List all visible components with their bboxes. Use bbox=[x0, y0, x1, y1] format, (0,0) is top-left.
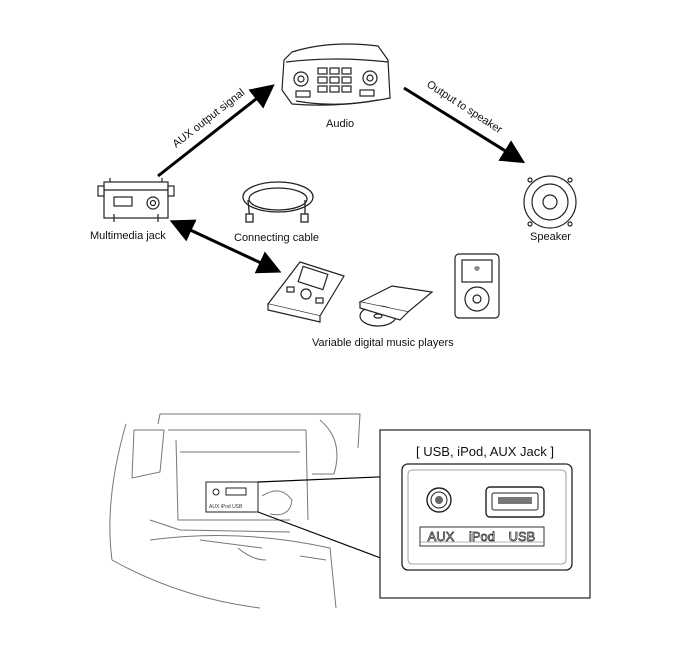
port-label-strip bbox=[419, 526, 545, 547]
player-connection-arrow bbox=[169, 219, 282, 274]
cd-player-icon bbox=[358, 285, 434, 327]
ipod-icon bbox=[454, 253, 500, 319]
small-port-text: AUX iPod USB bbox=[209, 504, 243, 510]
music-player-handheld-icon bbox=[266, 261, 345, 323]
speaker-label: Speaker bbox=[530, 231, 571, 243]
callout-title: [ USB, iPod, AUX Jack ] bbox=[416, 444, 554, 459]
port-label-ipod: iPod bbox=[469, 529, 495, 544]
connecting-cable-icon bbox=[242, 181, 314, 223]
audio-unit-icon bbox=[281, 43, 391, 106]
audio-label: Audio bbox=[326, 118, 355, 130]
multimedia-jack-icon bbox=[97, 178, 175, 222]
usb-port-icon bbox=[485, 486, 545, 518]
port-label-aux: AUX bbox=[428, 529, 455, 544]
speaker-output-arrow bbox=[403, 86, 526, 164]
multimedia-jack-label: Multimedia jack bbox=[90, 230, 166, 242]
speaker-icon bbox=[523, 175, 577, 229]
aux-port-icon bbox=[426, 487, 452, 513]
aux-output-arrow bbox=[157, 84, 275, 178]
port-panel bbox=[401, 463, 573, 571]
connecting-cable-label: Connecting cable bbox=[234, 232, 320, 244]
port-label-usb: USB bbox=[509, 529, 536, 544]
port-panel-inner bbox=[407, 469, 567, 565]
aux-output-label: AUX output signal bbox=[170, 87, 247, 151]
callout-leader-lines bbox=[257, 475, 403, 567]
dashboard-console-illustration bbox=[109, 413, 361, 609]
players-label: Variable digital music players bbox=[312, 337, 454, 349]
